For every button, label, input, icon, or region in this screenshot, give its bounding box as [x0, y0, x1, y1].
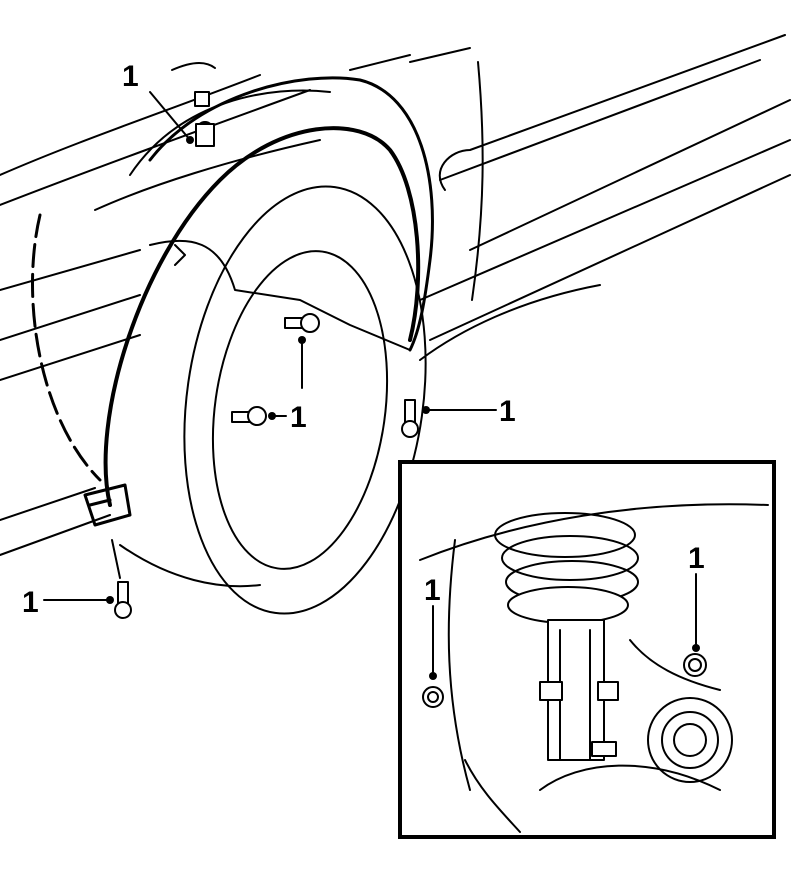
callout-rear-lower-bolt: 1: [422, 395, 516, 428]
inset-right-nut: [683, 653, 707, 677]
center-bolt: [231, 406, 267, 426]
front-lower-bolt: [111, 539, 132, 619]
callout-label: 1: [499, 395, 516, 428]
callout-inset-left-nut: 1: [424, 574, 441, 680]
callout-front-lower-bolt: 1: [22, 586, 114, 619]
car-body-lines: [0, 34, 791, 556]
wheel-liner: [31, 126, 421, 507]
callout-label: 1: [290, 401, 307, 434]
callout-top-clip: 1: [122, 60, 194, 144]
callout-inset-right-nut: 1: [688, 542, 705, 652]
inset-detail: 1 1: [398, 460, 776, 839]
callout-upper-center-bolt: [298, 336, 306, 389]
upper-center-bolt: [284, 313, 320, 333]
strut: [539, 619, 619, 761]
callout-center-bolt: 1: [268, 401, 307, 434]
hub: [647, 697, 733, 783]
tire: [119, 185, 427, 615]
mud-flap: [83, 483, 132, 527]
inset-left-nut: [422, 686, 444, 708]
callout-label: 1: [424, 574, 441, 607]
rear-lower-bolt: [401, 399, 419, 438]
callout-label: 1: [22, 586, 39, 619]
top-clip-fastener: [171, 62, 216, 147]
fender-arch: [129, 76, 434, 352]
inset-body-lines: [419, 503, 769, 833]
callout-label: 1: [688, 542, 705, 575]
callout-label: 1: [122, 60, 139, 93]
